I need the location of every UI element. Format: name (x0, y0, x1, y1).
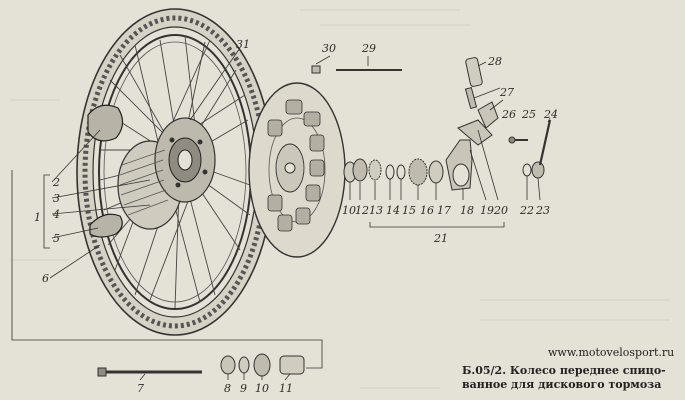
part-24-bolt (538, 119, 552, 166)
part-28-sleeve (465, 57, 483, 87)
hub-fins (119, 149, 169, 216)
background-texture (10, 9, 670, 389)
label-12: 12 (355, 204, 369, 217)
label-19: 19 (480, 204, 494, 217)
bracket-21 (369, 222, 505, 228)
label-26: 26 (501, 108, 516, 121)
part-19-lever (457, 119, 493, 146)
site-url: www.motovelosport.ru (548, 346, 675, 359)
label-24: 24 (543, 108, 558, 121)
leader-lines (49, 47, 551, 381)
label-14: 14 (386, 204, 400, 217)
label-10-bottom: 10 (255, 382, 269, 395)
label-9: 9 (240, 382, 247, 395)
label-23: 23 (535, 204, 550, 217)
tyre-section-lower (89, 213, 123, 238)
label-25: 25 (521, 108, 536, 121)
disc-vent-holes (267, 99, 325, 232)
label-10-top: 10 (342, 204, 356, 217)
label-15: 15 (402, 204, 416, 217)
part-10b-spacer (253, 353, 271, 377)
label-6: 6 (42, 272, 49, 285)
caption-line-1: Б.05/2. Колесо переднее спицо- (462, 364, 666, 377)
label-18: 18 (460, 204, 474, 217)
label-3: 3 (53, 192, 60, 205)
part-26-clip (477, 101, 499, 129)
part-12-bushing (352, 158, 368, 182)
label-1: 1 (34, 211, 41, 224)
label-16: 16 (420, 204, 434, 217)
label-22: 22 (519, 204, 534, 217)
tyre-section-upper (87, 104, 124, 142)
part-9-washer (238, 356, 250, 374)
part-13-gear (368, 159, 382, 181)
wheel-assembly (76, 8, 274, 336)
part-15-ring (396, 164, 406, 180)
label-4: 4 (52, 208, 60, 221)
label-29: 29 (361, 42, 376, 55)
label-5: 5 (53, 232, 60, 245)
label-21: 21 (433, 232, 448, 245)
part-14-ring (385, 164, 395, 180)
part-27-pin (464, 86, 478, 110)
bracket-1 (43, 174, 50, 249)
part-23-nut (531, 161, 545, 179)
label-27: 27 (499, 86, 514, 99)
label-30: 30 (322, 42, 336, 55)
label-11: 11 (279, 382, 293, 395)
hub (117, 117, 216, 230)
axle-centerline-frame (11, 170, 323, 369)
callout-labels: 1 2 3 4 5 6 7 8 9 10 11 10 12 13 14 15 1… (34, 38, 558, 395)
part-22-washer (522, 163, 532, 177)
part-17-bearing (428, 160, 444, 184)
part-16-gear (408, 158, 428, 186)
figure-caption: Б.05/2. Колесо переднее спицо- ванное дл… (462, 364, 684, 392)
part-30-bolt (311, 65, 321, 74)
label-13: 13 (369, 204, 383, 217)
label-17: 17 (437, 204, 451, 217)
axle-parts (97, 353, 305, 377)
label-2: 2 (52, 176, 60, 189)
label-20: 20 (493, 204, 508, 217)
label-31: 31 (236, 38, 250, 51)
brake-disc (248, 82, 346, 258)
label-8: 8 (224, 382, 231, 395)
label-7: 7 (137, 382, 144, 395)
label-28: 28 (487, 55, 502, 68)
part-8-nut (220, 355, 236, 375)
axle-parts-row (311, 57, 552, 191)
part-11-sleeve (279, 355, 305, 375)
caption-line-2: ванное для дискового тормоза (462, 378, 662, 391)
